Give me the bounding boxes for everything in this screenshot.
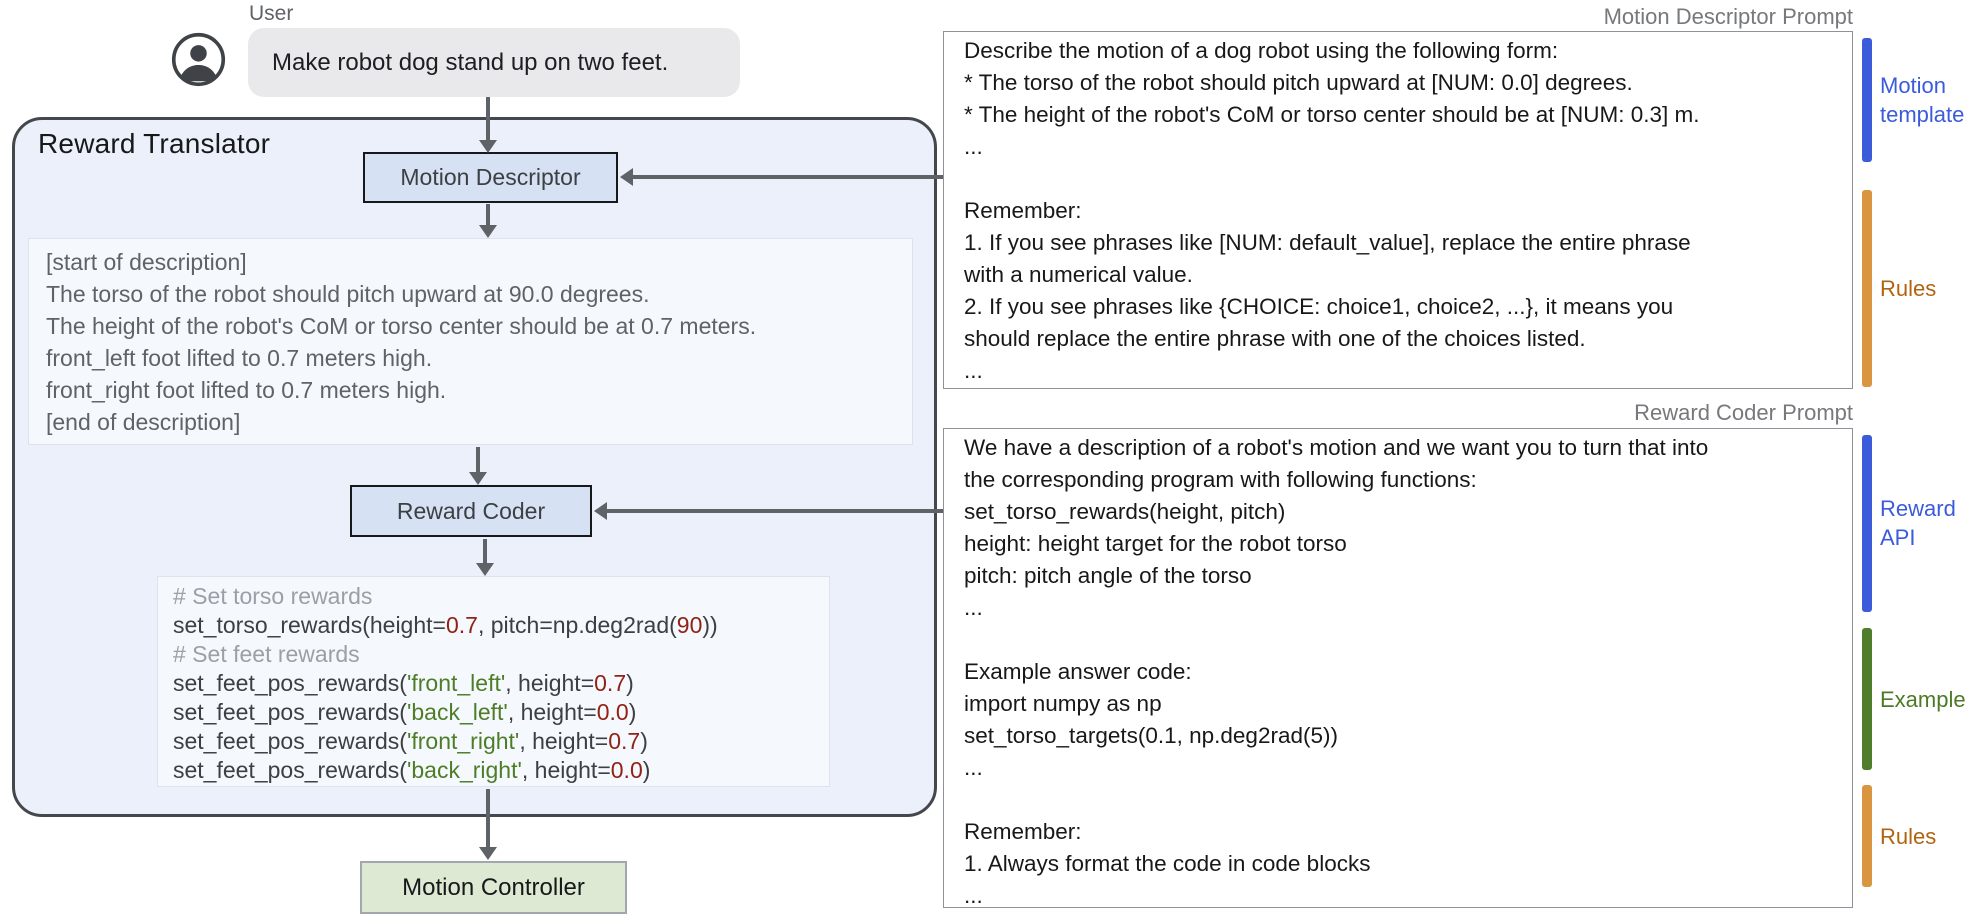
code-line: set_feet_pos_rewards('back_left', height…	[173, 699, 637, 725]
motion-template-label: Motion template	[1880, 73, 1965, 127]
text-line: ...	[964, 134, 983, 159]
text-line: front_right foot lifted to 0.7 meters hi…	[46, 377, 447, 403]
text-line: Describe the motion of a dog robot using…	[964, 38, 1559, 63]
reward-translator-title: Reward Translator	[38, 128, 271, 159]
text-line: should replace the entire phrase with on…	[964, 326, 1586, 351]
motion-descriptor-label: Motion Descriptor	[400, 164, 581, 190]
text-line: * The torso of the robot should pitch up…	[964, 70, 1633, 95]
rules-bar-2	[1862, 785, 1872, 887]
text-line: Remember:	[964, 819, 1082, 844]
code-line: # Set torso rewards	[173, 583, 373, 609]
example-bar	[1862, 628, 1872, 770]
text-line	[964, 624, 1832, 656]
text-line: pitch: pitch angle of the torso	[964, 563, 1252, 588]
text-line: height: height target for the robot tors…	[964, 531, 1347, 556]
reward-coder-prompt-box: We have a description of a robot's motio…	[943, 428, 1853, 908]
rules-label-1: Rules	[1880, 276, 1937, 301]
text-line: import numpy as np	[964, 691, 1162, 716]
description-box: [start of description] The torso of the r…	[28, 238, 913, 445]
text-line: The torso of the robot should pitch upwa…	[46, 281, 650, 307]
motion-descriptor-prompt-box: Describe the motion of a dog robot using…	[943, 31, 1853, 389]
text-line: set_torso_targets(0.1, np.deg2rad(5))	[964, 723, 1338, 748]
text-line: the corresponding program with following…	[964, 467, 1477, 492]
text-line: set_torso_rewards(height, pitch)	[964, 499, 1286, 524]
motion-controller-box: Motion Controller	[360, 861, 627, 914]
text-line: 2. If you see phrases like {CHOICE: choi…	[964, 294, 1674, 319]
text-line: 1. If you see phrases like [NUM: default…	[964, 230, 1691, 255]
text-line: with a numerical value.	[964, 262, 1193, 287]
text-line: Example answer code:	[964, 659, 1192, 684]
reward-coder-box: Reward Coder	[350, 485, 592, 537]
user-message-text: Make robot dog stand up on two feet.	[272, 48, 669, 76]
code-line: set_feet_pos_rewards('front_right', heig…	[173, 728, 648, 754]
text-line: The height of the robot's CoM or torso c…	[46, 313, 757, 339]
text-line: [end of description]	[46, 409, 241, 435]
user-label: User	[249, 2, 294, 25]
motion-descriptor-box: Motion Descriptor	[363, 152, 618, 203]
text-line: ...	[964, 883, 983, 908]
text-line: Remember:	[964, 198, 1082, 223]
text-line: [start of description]	[46, 249, 247, 275]
motion-descriptor-prompt-title: Motion Descriptor Prompt	[1603, 4, 1853, 29]
code-line: set_torso_rewards(height=0.7, pitch=np.d…	[173, 612, 718, 638]
motion-template-bar	[1862, 38, 1872, 162]
motion-controller-label: Motion Controller	[402, 873, 585, 901]
reward-api-bar	[1862, 435, 1872, 612]
example-label: Example	[1880, 687, 1966, 712]
code-line: set_feet_pos_rewards('back_right', heigh…	[173, 757, 651, 783]
code-line: # Set feet rewards	[173, 641, 360, 667]
reward-coder-label: Reward Coder	[396, 497, 546, 524]
text-line: * The height of the robot's CoM or torso…	[964, 102, 1700, 127]
text-line: front_left foot lifted to 0.7 meters hig…	[46, 345, 433, 371]
text-line: 1. Always format the code in code blocks	[964, 851, 1371, 876]
reward-code-box: # Set torso rewards set_torso_rewards(hei…	[157, 576, 830, 787]
user-avatar-icon	[171, 32, 226, 87]
text-line: ...	[964, 358, 983, 383]
code-line: set_feet_pos_rewards('front_left', heigh…	[173, 670, 634, 696]
rules-bar-1	[1862, 190, 1872, 387]
user-message-bubble: Make robot dog stand up on two feet.	[248, 28, 740, 97]
text-line	[964, 784, 1832, 816]
text-line: ...	[964, 755, 983, 780]
rules-label-2: Rules	[1880, 824, 1937, 849]
text-line: We have a description of a robot's motio…	[964, 435, 1709, 460]
reward-coder-prompt-title: Reward Coder Prompt	[1634, 400, 1853, 425]
text-line: ...	[964, 595, 983, 620]
reward-api-label: Reward API	[1880, 496, 1956, 550]
text-line	[964, 163, 1832, 195]
